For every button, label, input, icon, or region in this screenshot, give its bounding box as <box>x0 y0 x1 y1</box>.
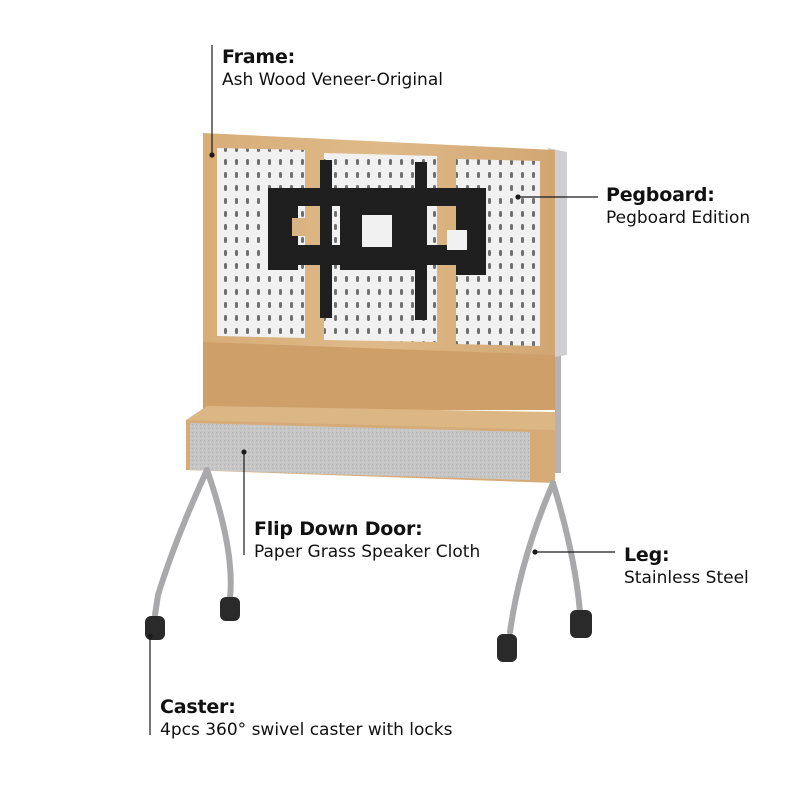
tv-mount-bracket <box>268 160 486 320</box>
caster-title: Caster: <box>160 696 236 718</box>
door-title: Flip Down Door: <box>254 518 423 540</box>
casters <box>145 597 592 662</box>
steel-legs <box>152 467 583 635</box>
wood-back-panel <box>203 342 555 410</box>
pegboard-subtitle: Pegboard Edition <box>606 207 751 228</box>
frame-title: Frame: <box>222 46 296 68</box>
caster-subtitle: 4pcs 360° swivel caster with locks <box>160 719 453 740</box>
pegboard-title: Pegboard: <box>606 184 715 206</box>
leg-callout: Leg: Stainless Steel <box>624 544 749 588</box>
rear-upright-right <box>555 258 561 473</box>
frame-subtitle: Ash Wood Veneer-Original <box>222 69 443 90</box>
callout-dots <box>147 152 538 639</box>
caster-callout: Caster: 4pcs 360° swivel caster with loc… <box>160 696 453 740</box>
speaker-fabric-door <box>190 423 530 480</box>
leg-subtitle: Stainless Steel <box>624 567 749 588</box>
callout-leaders <box>149 45 615 735</box>
door-subtitle: Paper Grass Speaker Cloth <box>254 541 481 562</box>
frame-callout: Frame: Ash Wood Veneer-Original <box>222 46 443 90</box>
pegboard-callout: Pegboard: Pegboard Edition <box>606 184 751 228</box>
leg-title: Leg: <box>624 544 670 566</box>
door-callout: Flip Down Door: Paper Grass Speaker Clot… <box>254 518 481 562</box>
